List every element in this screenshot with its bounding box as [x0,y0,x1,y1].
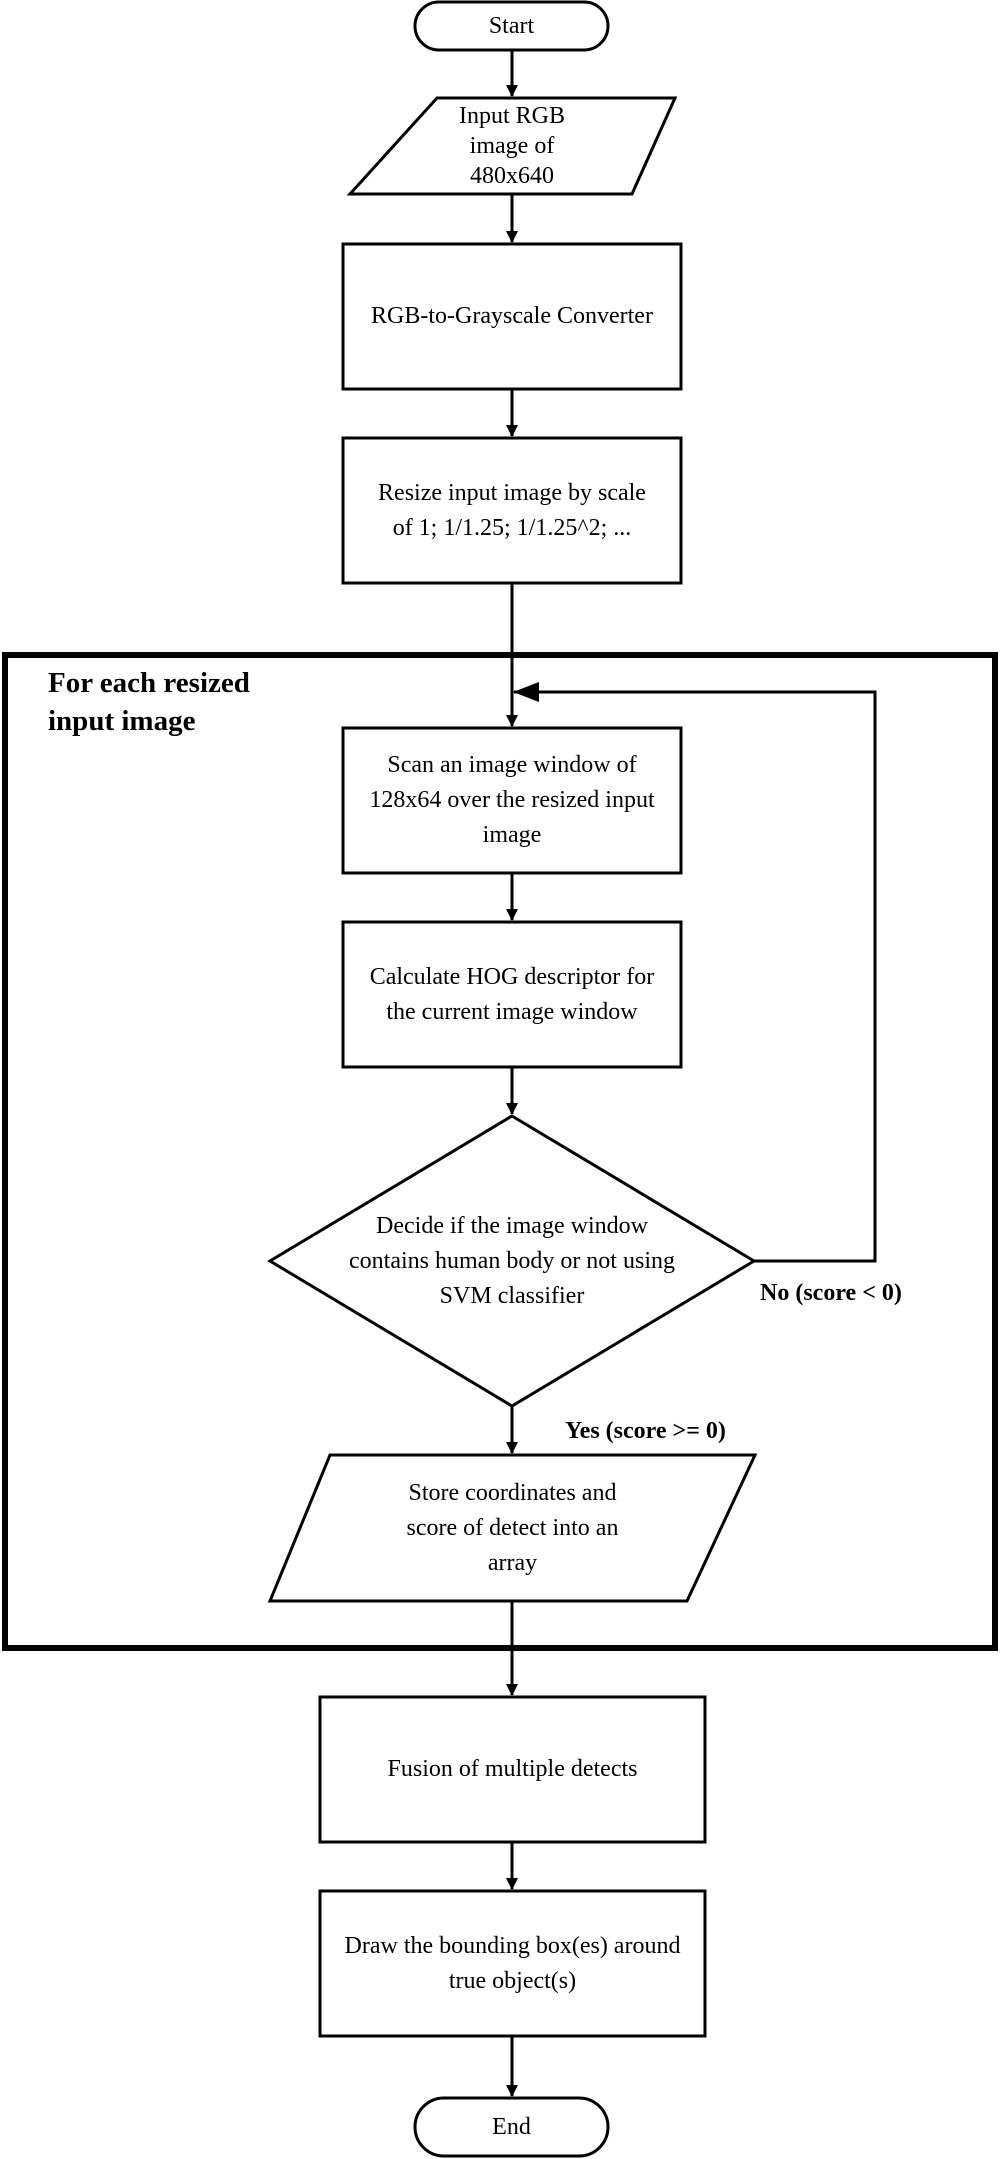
resize-label: Resize input image by scale of 1; 1/1.25… [378,479,646,541]
draw-box [318,1889,707,2038]
start-label: Start [488,12,535,39]
hog-box [341,920,683,1069]
grayscale-box [341,242,683,391]
draw-label: Draw the bounding box(es) around true ob… [344,1932,681,1994]
store-parallelogram [267,1453,758,1603]
scan-label: Scan an image window of 128x64 over the … [369,752,655,848]
hog-label: Calculate HOG descriptor for the current… [369,963,655,1025]
end-terminal [413,2096,610,2158]
resize-box [341,436,683,585]
store-label: Store coordinates and score of detect in… [406,1479,619,1576]
no-branch-label: No (score < 0) [760,1279,902,1306]
arrow-no-loop-back [513,682,877,1263]
input-image-label: Input RGB image of 480x640 [458,103,565,189]
yes-branch-label: Yes (score >= 0) [565,1417,726,1444]
decision-label: Decide if the image window contains huma… [349,1212,675,1309]
fusion-box [318,1695,707,1844]
input-image-parallelogram [346,96,678,196]
scan-box [341,726,683,875]
loop-container [2,652,998,1651]
end-label: End [492,2113,531,2140]
fusion-label: Fusion of multiple detects [387,1756,638,1782]
loop-title: For each resized input image [48,667,250,737]
grayscale-label: RGB-to-Grayscale Converter [371,303,653,329]
